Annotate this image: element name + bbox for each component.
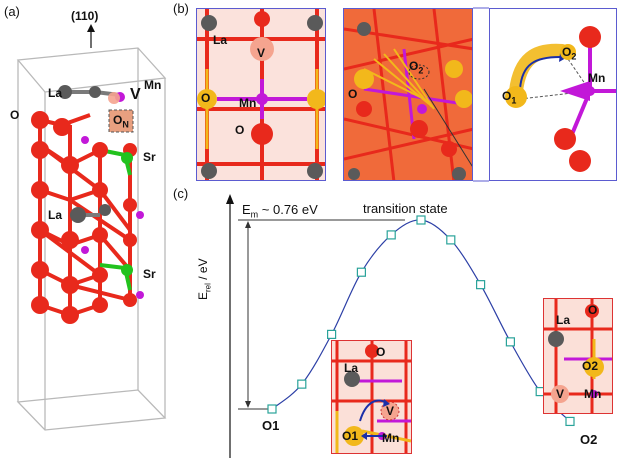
b-right-label-o2: O2 bbox=[562, 45, 577, 62]
o-n-highlight-box bbox=[108, 109, 134, 133]
b-mid-yellow-atoms bbox=[354, 60, 472, 108]
panel-a-structure: (110) Mn La V O ON Sr La Sr bbox=[0, 0, 172, 458]
b-left-label-o-bottom: O bbox=[235, 123, 245, 137]
mn-bond-wedge bbox=[560, 81, 590, 101]
b-mid-o2-ring bbox=[408, 64, 430, 80]
panel-b-middle-svg bbox=[344, 9, 472, 180]
migration-path bbox=[509, 43, 569, 98]
lanthanum-atoms bbox=[58, 85, 111, 223]
b-left-yellow-atoms bbox=[197, 89, 325, 109]
b-right-o-bottom1 bbox=[554, 128, 576, 150]
inset-o1-label-la: La bbox=[344, 361, 359, 375]
energy-curve bbox=[271, 219, 571, 422]
energy-point-8 bbox=[505, 337, 515, 347]
energy-point-10 bbox=[565, 416, 575, 427]
panel-b-left-structure: La V O Mn O bbox=[196, 8, 326, 181]
energy-markers bbox=[267, 215, 575, 427]
inset-o2-label-la: La bbox=[556, 313, 571, 327]
panel-c-energy-profile: Erel / eV Em ~ 0.76 eV transition state … bbox=[190, 190, 621, 458]
inset-o1-label-o: O bbox=[376, 345, 386, 359]
y-axis-label: Erel / eV bbox=[196, 258, 213, 300]
inset-o1-state: La O V O1 Mn bbox=[331, 340, 412, 454]
inset-o2-label-mn: Mn bbox=[584, 387, 602, 401]
b-right-o-top bbox=[579, 26, 601, 48]
b-left-mn-atom bbox=[256, 93, 268, 105]
energy-point-1 bbox=[297, 379, 307, 389]
panel-label-b: (b) bbox=[173, 1, 189, 16]
b-right-o1-atom bbox=[505, 86, 527, 108]
atom-label-o: O bbox=[10, 108, 20, 122]
panel-b-middle-structure: O2 O bbox=[343, 8, 473, 181]
b-left-la-atoms bbox=[201, 15, 323, 179]
energy-point-2 bbox=[327, 329, 337, 339]
atom-label-sr-lower: Sr bbox=[143, 267, 156, 281]
b-left-label-o: O bbox=[201, 91, 211, 105]
y-axis-arrowhead bbox=[226, 194, 234, 204]
o1-mn-dashed bbox=[519, 90, 591, 100]
b-left-label-mn: Mn bbox=[239, 96, 257, 110]
end-state-label: O2 bbox=[580, 432, 598, 447]
strontium-atoms bbox=[121, 152, 133, 276]
atom-label-la-top: La bbox=[48, 86, 63, 100]
b-left-label-v: V bbox=[257, 46, 266, 60]
direction-label: (110) bbox=[71, 9, 99, 23]
unit-cell-box bbox=[16, 47, 167, 431]
transition-state-label: transition state bbox=[363, 201, 448, 216]
b-left-o-atoms bbox=[251, 11, 273, 145]
panel-b-left-svg bbox=[197, 9, 325, 180]
migration-arrow bbox=[519, 56, 561, 90]
energy-point-3 bbox=[356, 267, 366, 277]
panel-b-right-zoom: O2 O1 Mn bbox=[489, 8, 617, 181]
barrier-label: Em ~ 0.76 eV bbox=[242, 202, 318, 220]
panel-a-svg bbox=[16, 24, 167, 431]
start-state-label: O1 bbox=[262, 418, 280, 433]
inset-o2-svg bbox=[544, 299, 612, 413]
b-mid-label-o: O bbox=[348, 87, 358, 101]
inset-o2-label-v: V bbox=[556, 387, 565, 401]
inset-o2-state: La O O2 V Mn bbox=[543, 298, 613, 414]
b-mid-o-atoms bbox=[356, 101, 457, 157]
b-right-mn-atom bbox=[585, 86, 595, 96]
b-right-o2-atom bbox=[560, 44, 576, 60]
b-right-label-mn: Mn bbox=[588, 71, 606, 85]
atom-label-sr-upper: Sr bbox=[143, 150, 156, 164]
inset-o2-label-o: O bbox=[588, 303, 598, 317]
energy-point-7 bbox=[476, 280, 486, 290]
energy-point-6 bbox=[446, 235, 456, 245]
b-mid-connector bbox=[423, 88, 472, 167]
inset-o1-label-v: V bbox=[386, 404, 395, 418]
inset-o2-label-o2: O2 bbox=[582, 359, 599, 373]
energy-point-5 bbox=[416, 215, 426, 225]
inset-o1-label-o1: O1 bbox=[342, 429, 359, 443]
b-left-label-la: La bbox=[213, 33, 228, 47]
energy-point-0 bbox=[267, 404, 277, 414]
atom-label-mn: Mn bbox=[144, 78, 162, 92]
oxygen-atoms bbox=[31, 111, 137, 324]
barrier-arrow-up bbox=[245, 221, 251, 228]
b-right-o-bottom2 bbox=[569, 150, 591, 172]
vacancy-site bbox=[108, 92, 120, 104]
b-left-vacancy bbox=[250, 37, 274, 61]
energy-chart-svg bbox=[226, 194, 575, 458]
b-right-label-o1: O1 bbox=[502, 89, 517, 106]
inset-o1-svg bbox=[332, 341, 411, 453]
panel-label-a: (a) bbox=[4, 4, 20, 19]
b-mid-la-atoms bbox=[348, 22, 466, 180]
panel-b-right-svg bbox=[505, 26, 616, 172]
direction-arrowhead bbox=[87, 24, 95, 32]
atom-label-v: V bbox=[130, 86, 141, 103]
b-mid-mn-atom bbox=[417, 104, 427, 114]
panel-label-c: (c) bbox=[173, 186, 189, 201]
b-mid-path-bonds bbox=[363, 48, 435, 110]
energy-point-4 bbox=[386, 230, 396, 240]
atom-label-o-n: ON bbox=[113, 113, 129, 130]
inset-o1-label-mn: Mn bbox=[382, 431, 400, 445]
b-mid-label-o2: O2 bbox=[409, 59, 424, 76]
atom-label-la-mid: La bbox=[48, 208, 63, 222]
barrier-arrow-down bbox=[245, 401, 251, 408]
